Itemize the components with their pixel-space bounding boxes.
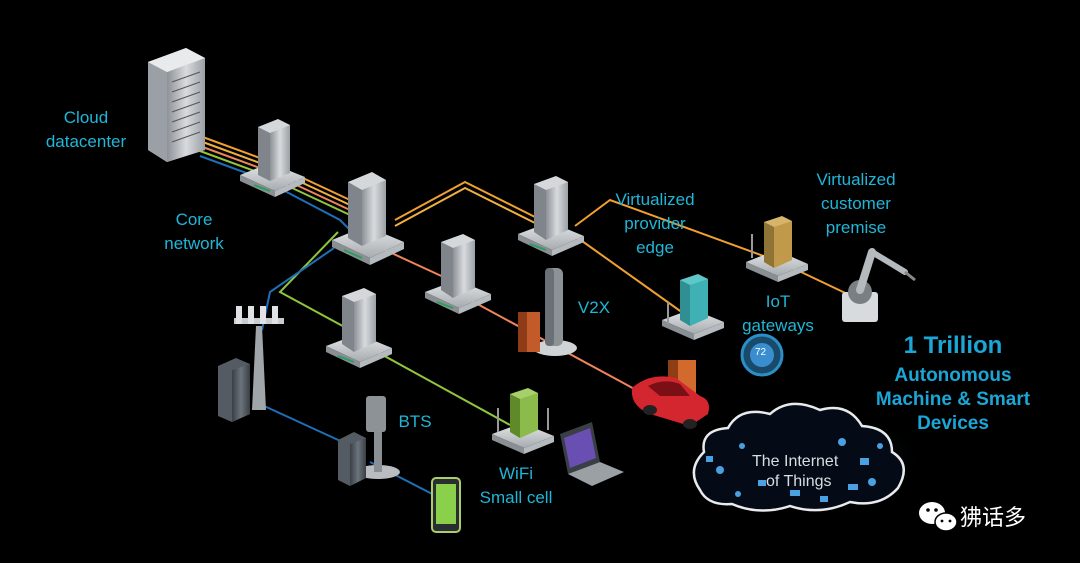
label-core-network-line1: Core [175,210,213,229]
thermostat-reading: 72 [755,347,767,358]
label-virtualized-customer-premise: Virtualized customer premise [798,168,914,240]
link-sc-wifi [369,347,511,426]
brand-icon-spacer [912,500,952,532]
brand-watermark: 狒话多 [912,500,1026,532]
label-iot-line1: IoT [765,292,791,311]
headline-line-1: Autonomous [894,365,1012,386]
label-wifi-small-cell: WiFi Small cell [468,462,564,510]
label-vpe-line2: provider [624,214,686,233]
v2x-roadside-unit [518,268,577,356]
core-network-server [240,119,305,197]
label-virtualized-provider-edge: Virtualized provider edge [600,188,710,260]
label-cloud-datacenter-line1: Cloud [63,108,109,127]
wechat-icon [919,502,958,532]
smart-thermostat [740,333,784,377]
label-vpe-line3: edge [636,238,674,257]
label-cloud-datacenter: Cloud datacenter [34,106,138,154]
headline-line-3: Devices [917,413,989,434]
label-vcp-line3: premise [825,218,887,237]
smartphone [431,477,461,533]
tower-server [218,358,250,422]
link-agg-edge2 [384,249,451,281]
label-core-network-line2: network [164,234,224,253]
edge-server-2 [425,234,491,314]
iot-cloud-line-1: The Internet [752,453,839,470]
cloud-datacenter-rack [148,48,205,162]
brand-text: 狒话多 [960,506,1027,531]
iot-cloud-line-2: of Things [766,473,832,490]
label-iot-line2: gateways [742,316,814,335]
link-pe-iot [574,235,691,319]
link-pe-cpe [574,198,861,301]
link-agg-pe-2 [394,186,546,229]
headline-line-2: Machine & Smart [875,389,1031,410]
link-bundle-blue [199,155,351,231]
label-cloud-datacenter-line2: datacenter [45,132,127,151]
label-vcp-line2: customer [821,194,891,213]
link-agg-pe-1 [394,180,546,223]
label-core-network: Core network [146,208,242,256]
label-bts: BTS [398,412,432,431]
cell-tower [234,306,284,410]
provider-edge-server [518,176,584,256]
headline-trillion: 1 Trillion [903,332,1003,359]
laptop [560,422,624,486]
aggregation-server [332,172,404,265]
connected-car [631,376,709,429]
label-vpe-line1: Virtualized [615,190,695,209]
customer-premise-gateway [746,216,808,282]
wifi-small-cell-device [492,388,554,454]
label-v2x: V2X [577,298,611,317]
label-wifi-line1: WiFi [499,464,533,483]
small-cell-server [326,288,392,368]
label-iot-gateways: IoT gateways [730,290,826,338]
bts-unit [338,396,400,486]
label-wifi-line2: Small cell [479,488,553,507]
label-vcp-line1: Virtualized [816,170,896,189]
robotic-arm [842,248,916,322]
iot-cloud [685,402,925,512]
iot-gateway-server [662,274,724,340]
link-agg-bts-green-a [278,231,351,331]
